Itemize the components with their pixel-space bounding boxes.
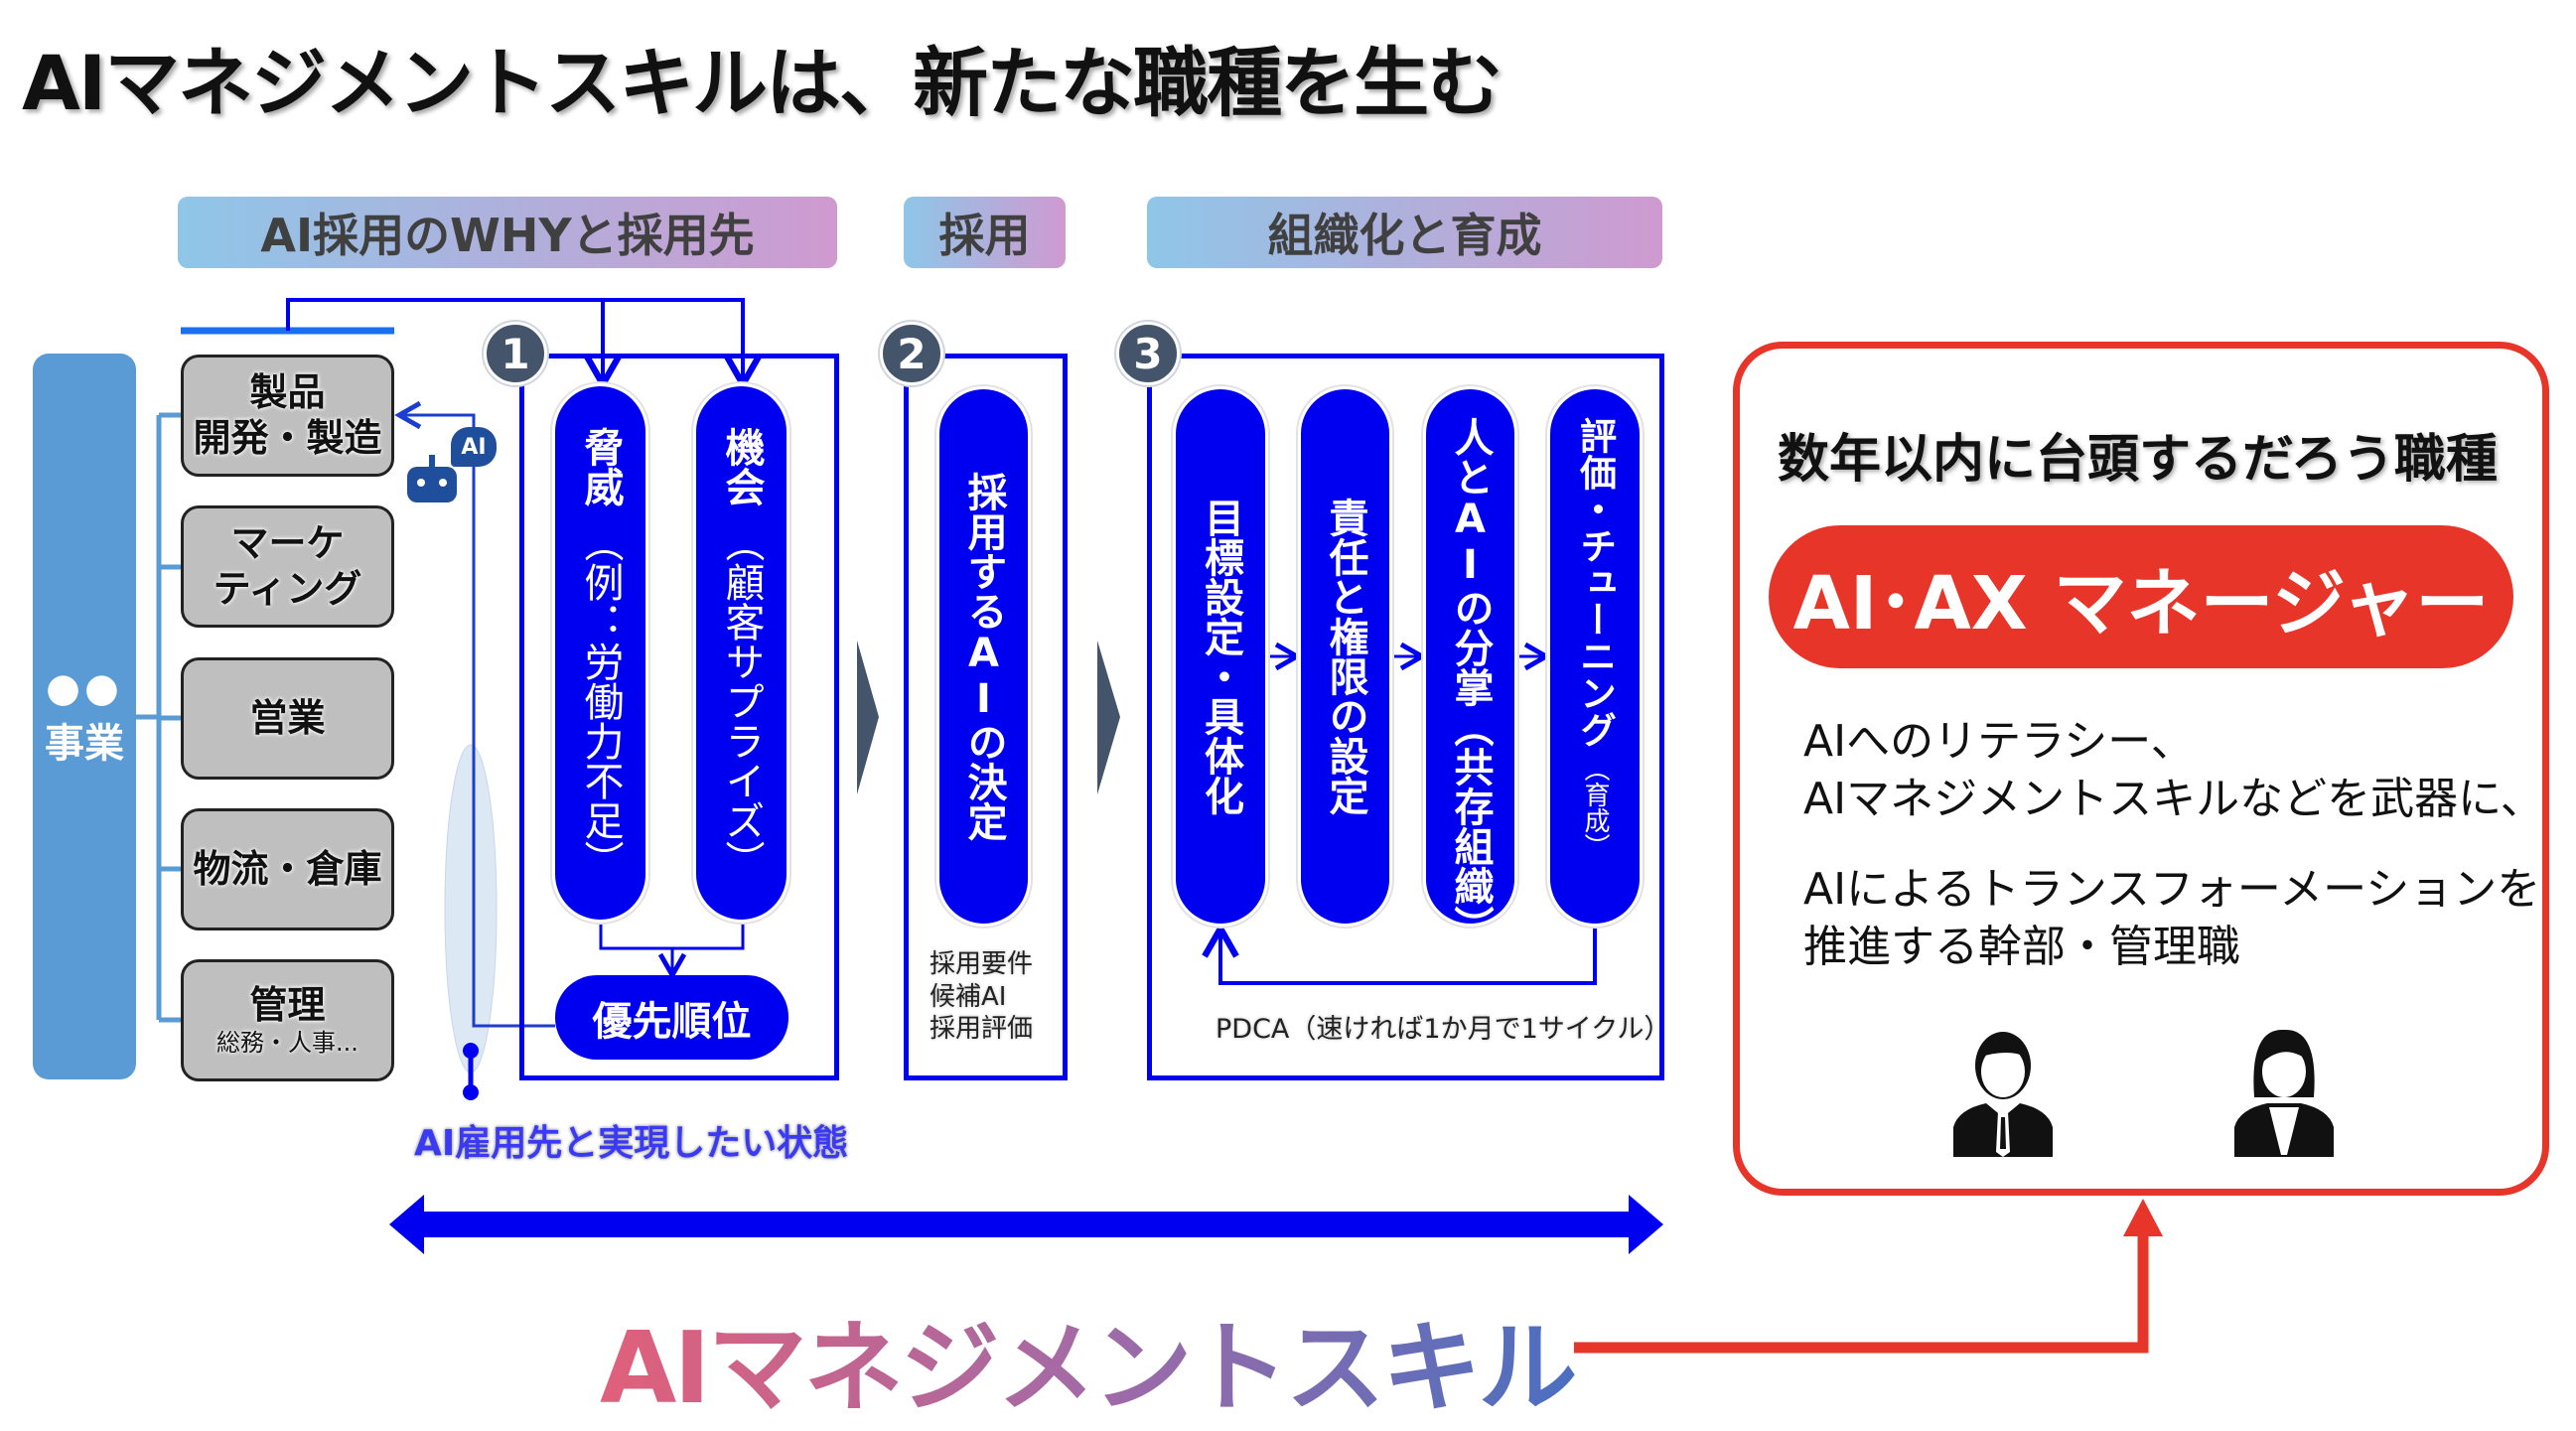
dept-product: 製品 開発・製造 — [181, 355, 394, 477]
header-hiring: 採用 — [904, 197, 1066, 268]
step-number-3: 3 — [1116, 322, 1180, 385]
business-column: ●● 事業 — [33, 354, 136, 1079]
hiring-notes: 採用要件 候補AI 採用評価 — [930, 948, 1033, 1046]
ai-bubble: AI — [451, 427, 497, 467]
step1-frame — [519, 354, 839, 1080]
double-arrow — [389, 1195, 1663, 1254]
step-number-2: 2 — [880, 322, 943, 385]
job-box — [1733, 342, 2549, 1196]
threat-note: （例：労働力不足） — [577, 521, 624, 880]
goal-setting-pill: 目標設定・具体化 — [1176, 389, 1265, 924]
responsibility-pill: 責任と権限の設定 — [1301, 389, 1389, 924]
dept-admin-label: 管理 — [249, 983, 326, 1028]
arrow-up-icon — [2123, 1199, 2163, 1236]
division-note: （共存組織） — [1447, 707, 1494, 945]
businesswoman-icon — [2234, 1029, 2334, 1157]
dept-admin-sub: 総務・人事... — [216, 1028, 358, 1057]
evaluation-note: （育成） — [1580, 756, 1610, 859]
division-main: 人とAIの分掌 — [1447, 417, 1494, 707]
step2-frame — [904, 354, 1068, 1080]
job-desc-1: AIへのリテラシー、 AIマネジメントスキルなどを武器に、 — [1803, 713, 2544, 828]
businessman-icon — [1953, 1032, 2053, 1157]
chevron-right-icon — [857, 641, 879, 794]
chevron-right-icon — [1097, 641, 1120, 794]
desc-line: AIによるトランスフォーメーションを — [1803, 864, 2541, 915]
step3-frame — [1147, 354, 1664, 1080]
evaluation-pill: 評価・チューニング （育成） — [1550, 389, 1640, 924]
step-number-1: 1 — [484, 322, 547, 385]
desc-line: 推進する幹部・管理職 — [1803, 922, 2240, 972]
pdca-label: PDCA（速ければ1か月で1サイクル） — [1216, 1014, 1671, 1045]
job-desc-2: AIによるトランスフォーメーションを 推進する幹部・管理職 — [1803, 861, 2540, 976]
page-title: AIマネジメントスキルは、新たな職種を生む — [22, 39, 1503, 127]
threat-pill: 脅威 （例：労働力不足） — [555, 386, 645, 920]
hiring-decision-pill: 採用するAIの決定 — [939, 389, 1028, 924]
header-why: AI採用のWHYと採用先 — [178, 197, 837, 268]
opportunity-title: 機会 — [718, 426, 765, 506]
opportunity-note: （顧客サプライズ） — [718, 521, 765, 880]
job-heading: 数年以内に台頭するだろう職種 — [1778, 430, 2498, 490]
dept-logistics: 物流・倉庫 — [181, 808, 394, 930]
desc-line: AIへのリテラシー、 — [1803, 716, 2195, 767]
skill-label: AIマネジメントスキル — [600, 1287, 1578, 1431]
note-evaluation: 採用評価 — [930, 1014, 1034, 1044]
header-organize: 組織化と育成 — [1147, 197, 1662, 268]
evaluation-main: 評価・チューニング — [1573, 417, 1617, 748]
note-candidate-ai: 候補AI — [930, 981, 1007, 1012]
note-requirements: 採用要件 — [930, 949, 1034, 979]
division-pill: 人とAIの分掌（共存組織） — [1426, 389, 1514, 945]
dept-sales: 営業 — [181, 657, 394, 780]
job-title-pill: AI･AX マネージャー — [1769, 525, 2513, 668]
ai-target-label: AI雇用先と実現したい状態 — [414, 1123, 849, 1164]
threat-title: 脅威 — [577, 426, 624, 506]
dept-admin: 管理 総務・人事... — [181, 959, 394, 1081]
desc-line: AIマネジメントスキルなどを武器に、 — [1803, 774, 2544, 824]
dept-marketing: マーケ ティング — [181, 505, 394, 628]
business-label: 事業 — [45, 720, 124, 767]
priority-pill: 優先順位 — [555, 975, 788, 1060]
dots: ●● — [46, 664, 123, 711]
opportunity-pill: 機会 （顧客サプライズ） — [696, 386, 787, 920]
